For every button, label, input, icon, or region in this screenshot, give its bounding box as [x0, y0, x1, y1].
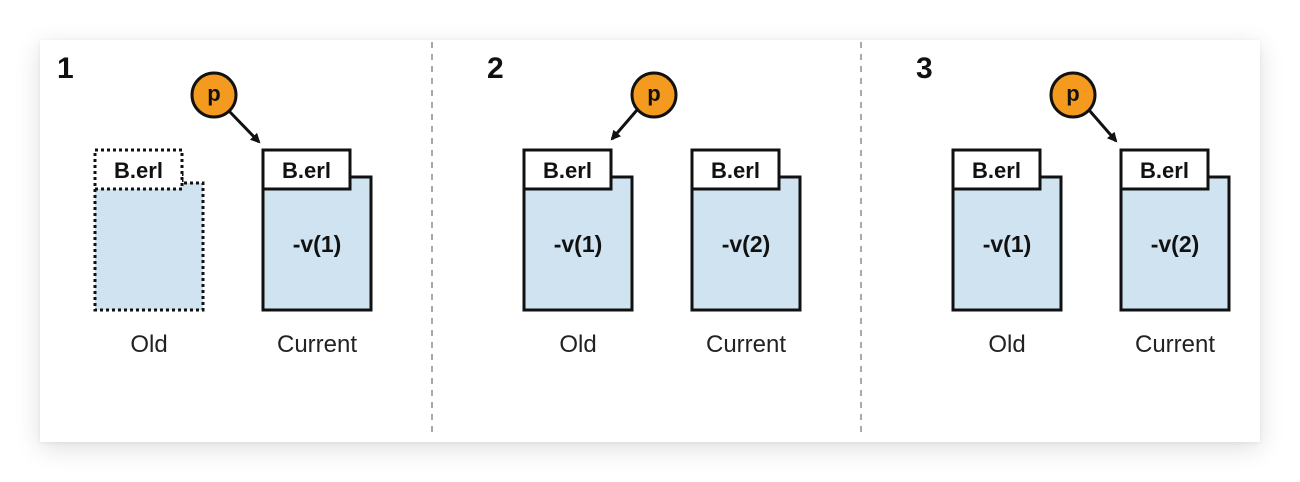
version-label: -v(1): [293, 231, 342, 257]
process-label: p: [647, 81, 660, 106]
process-pointer-arrow: [1087, 109, 1118, 143]
old-module-file: B.erl -v(1): [522, 148, 634, 312]
current-module-file: B.erl -v(2): [690, 148, 802, 312]
version-label: -v(2): [722, 231, 771, 257]
current-module-file: B.erl -v(1): [261, 148, 373, 312]
step-number: 3: [916, 52, 933, 85]
current-module-file: B.erl -v(2): [1119, 148, 1231, 312]
old-caption: Old: [988, 331, 1025, 358]
old-module-file: B.erl -v(1): [951, 148, 1063, 312]
file-tab: [261, 148, 352, 191]
file-tab: [951, 148, 1042, 191]
file-tab: [522, 148, 613, 191]
file-body: [1119, 175, 1231, 312]
old-module-file: B.erl: [93, 148, 205, 312]
process-pointer-arrow: [227, 109, 261, 144]
file-tab: [93, 148, 184, 191]
file-body: [93, 170, 205, 312]
file-tab: [690, 148, 781, 191]
step-number: 2: [487, 52, 504, 85]
file-tab-label: B.erl: [1140, 158, 1189, 183]
file-tab-label: B.erl: [711, 158, 760, 183]
file-tab-label: B.erl: [543, 158, 592, 183]
process-node: p: [190, 71, 238, 119]
panel-2: 2 B.erl -v(1) Old B.erl -v(2) Current p: [487, 52, 802, 358]
process-label: p: [207, 81, 220, 106]
file-tab: [1119, 148, 1210, 191]
process-node: p: [1049, 71, 1097, 119]
file-tab-label: B.erl: [114, 158, 163, 183]
version-label: -v(1): [554, 231, 603, 257]
process-label: p: [1066, 81, 1079, 106]
step-number: 1: [57, 52, 74, 85]
process-pointer-arrow: [610, 109, 639, 141]
file-tab-label: B.erl: [282, 158, 331, 183]
panel-1: 1 B.erl Old B.erl -v(1) Current p: [57, 52, 373, 358]
file-body: [690, 175, 802, 312]
process-node: p: [630, 71, 678, 119]
version-label: -v(2): [1151, 231, 1200, 257]
old-caption: Old: [559, 331, 596, 358]
old-caption: Old: [130, 331, 167, 358]
version-label: -v(1): [983, 231, 1032, 257]
current-caption: Current: [1135, 331, 1215, 358]
current-caption: Current: [277, 331, 357, 358]
file-tab-label: B.erl: [972, 158, 1021, 183]
current-caption: Current: [706, 331, 786, 358]
panel-3: 3 B.erl -v(1) Old B.erl -v(2) Current p: [916, 52, 1231, 358]
